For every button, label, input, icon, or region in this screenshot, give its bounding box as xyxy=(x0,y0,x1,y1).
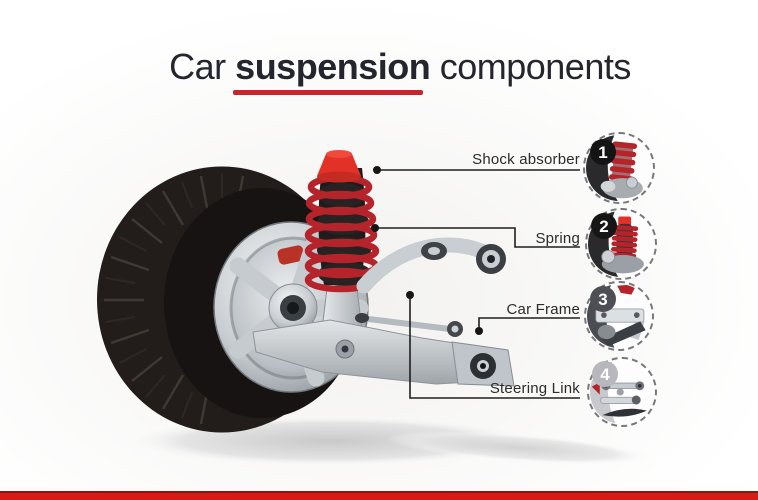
pointer-dots xyxy=(371,166,483,335)
leader-lines xyxy=(375,169,580,399)
pointer-dot-car-frame xyxy=(475,327,483,335)
title-underline xyxy=(233,90,423,95)
label-car-frame: Car Frame xyxy=(506,301,580,318)
badge-4: 4 xyxy=(592,361,618,387)
title-post: components xyxy=(430,46,632,87)
tire-tread-fine xyxy=(105,174,223,419)
tie-rod xyxy=(355,313,463,337)
title-pre: Car xyxy=(169,46,236,87)
coil-spring xyxy=(304,174,380,293)
badge-3: 3 xyxy=(590,286,616,312)
bottom-accent-bar xyxy=(0,491,758,500)
label-steering-link: Steering Link xyxy=(489,380,580,397)
title-highlight: suspension xyxy=(235,46,431,87)
strut-top-mount xyxy=(317,150,361,183)
label-spring: Spring xyxy=(535,230,580,247)
tire-tread xyxy=(104,175,245,425)
badge-2: 2 xyxy=(591,213,617,239)
label-shock-absorber: Shock absorber xyxy=(472,151,580,168)
lower-control-arm xyxy=(252,319,515,387)
page-title: Car suspension components xyxy=(169,49,631,85)
pointer-dot-shock-absorber xyxy=(373,166,381,174)
badge-1: 1 xyxy=(590,139,616,165)
pointer-dot-steering-link xyxy=(406,291,414,299)
thumbnail-shock-absorber xyxy=(583,132,655,204)
pointer-dot-spring xyxy=(371,224,379,232)
brake-caliper xyxy=(277,245,305,265)
upper-control-arm xyxy=(356,237,506,294)
